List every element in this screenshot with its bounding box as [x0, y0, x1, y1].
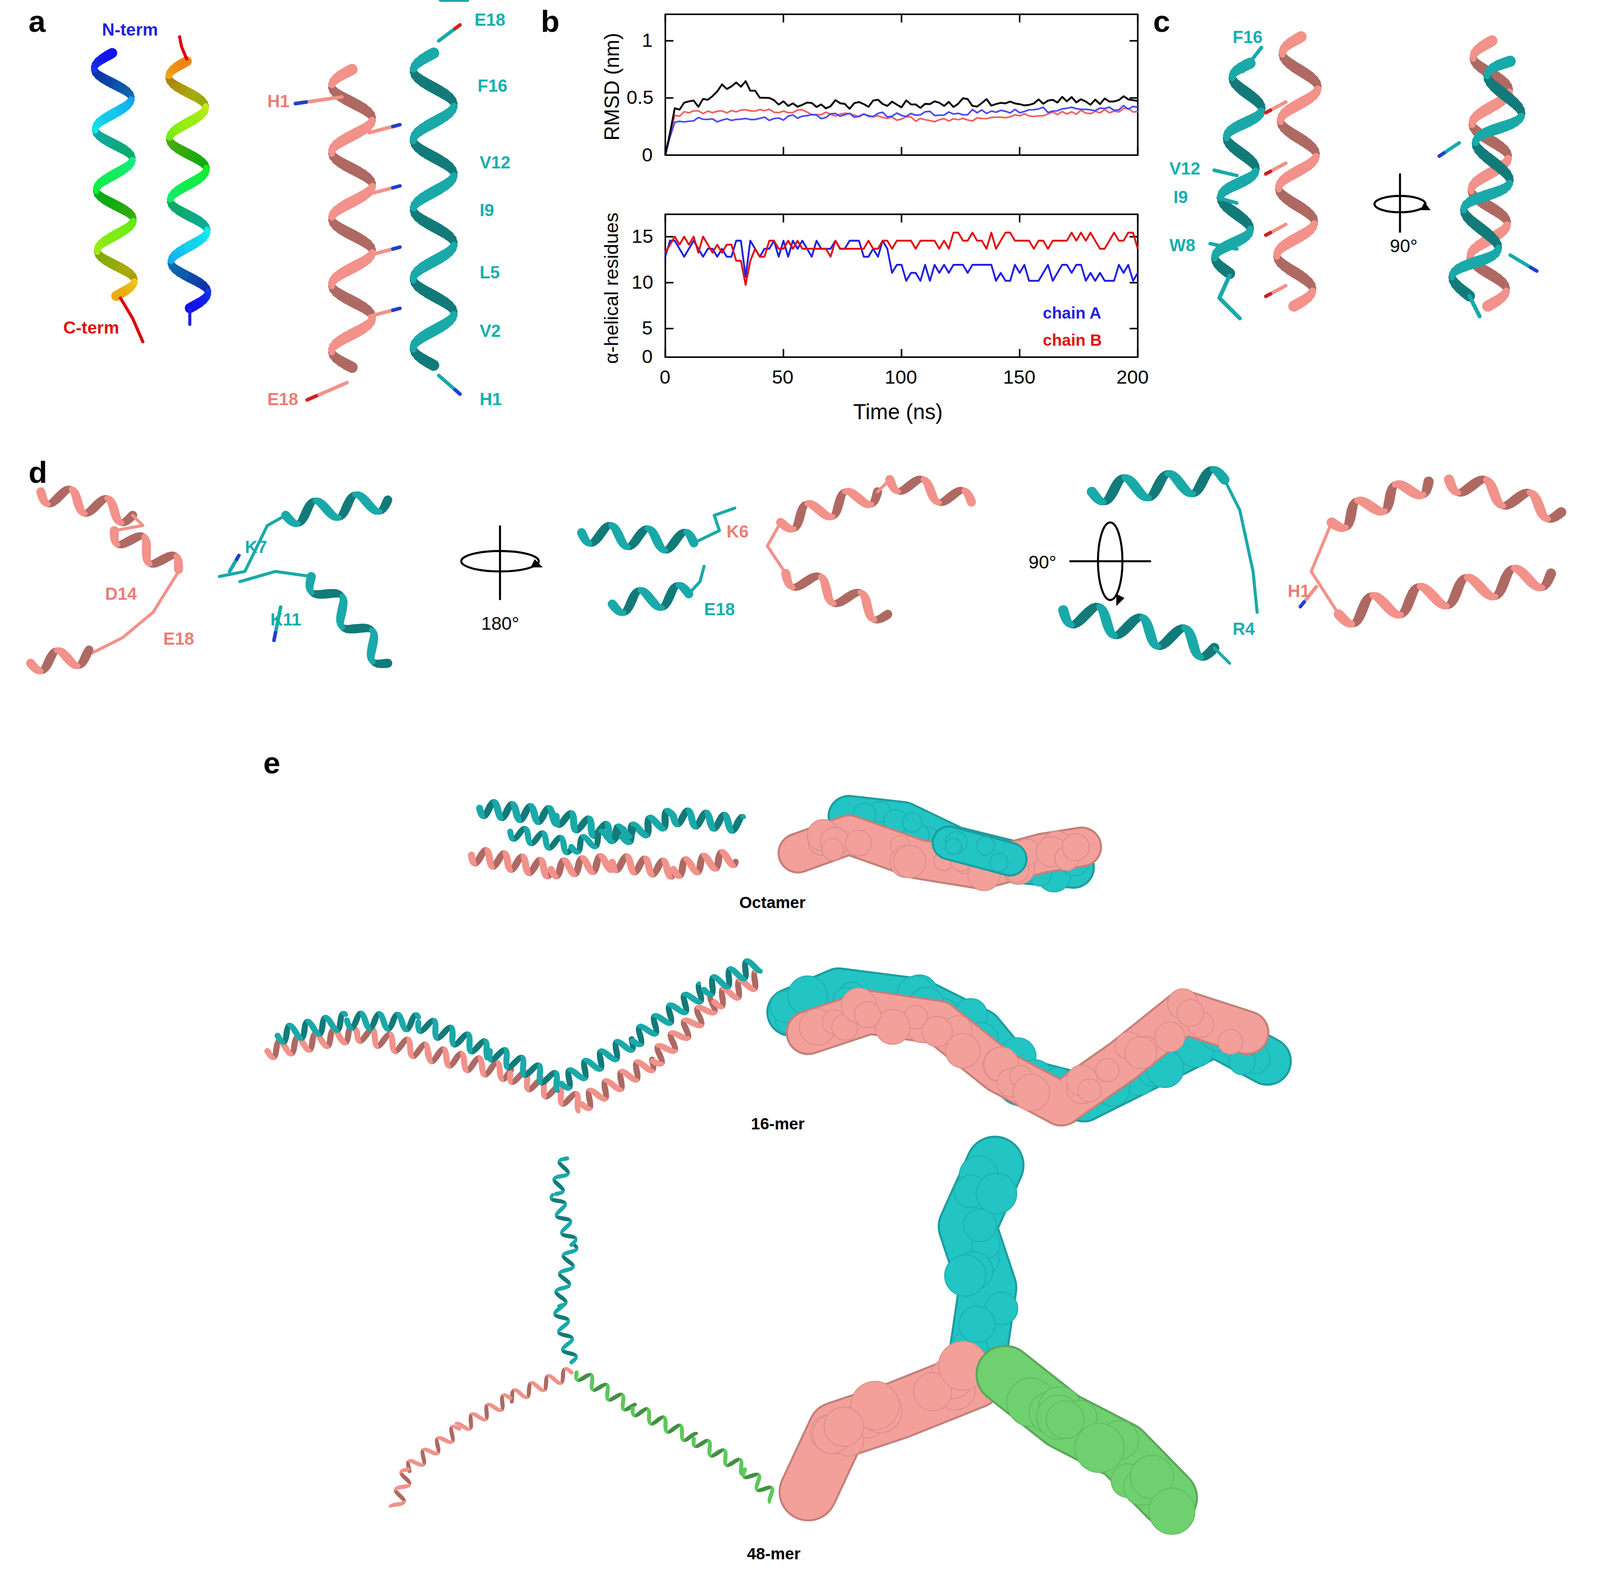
figure: aN-termC-termH1E18F16V12I9L5V2H1E18bRMSD…: [0, 0, 1600, 1571]
